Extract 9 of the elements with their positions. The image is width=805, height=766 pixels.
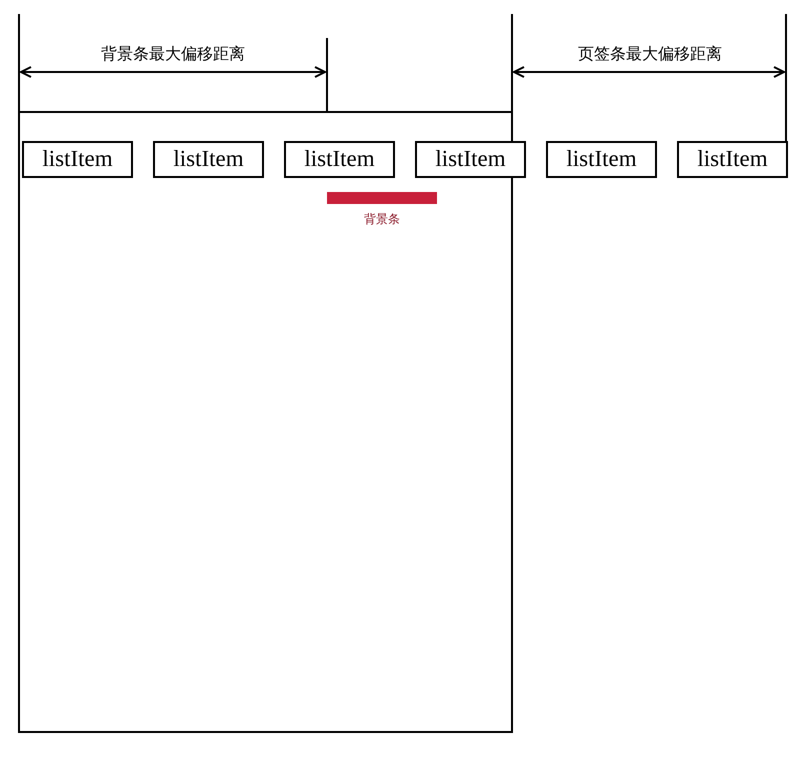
tab-item: listItem xyxy=(153,141,264,178)
bar-label: 背景条 xyxy=(364,211,400,228)
tab-item: listItem xyxy=(415,141,526,178)
tab-item: listItem xyxy=(677,141,788,178)
tab-item: listItem xyxy=(546,141,657,178)
tab-item: listItem xyxy=(22,141,133,178)
dimension-label: 背景条最大偏移距离 xyxy=(101,44,245,65)
dimension-label: 页签条最大偏移距离 xyxy=(578,44,722,65)
tab-item: listItem xyxy=(284,141,395,178)
